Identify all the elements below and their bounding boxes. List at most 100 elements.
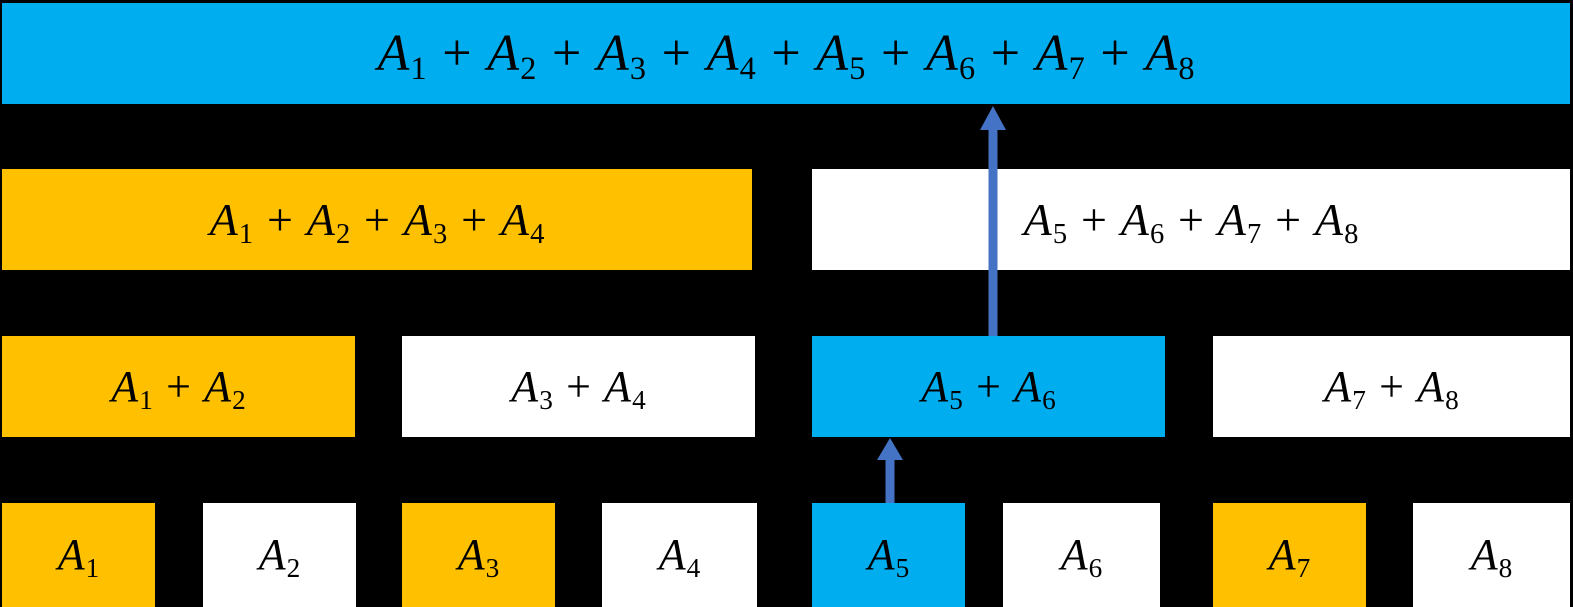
term-subscript: 2 [286,553,301,584]
term-subscript: 5 [949,384,963,415]
term-subscript: 6 [1088,553,1103,584]
term-subscript: 4 [530,219,545,251]
term-base: A [658,530,686,579]
plus-operator: + [661,24,691,82]
term-subscript: 6 [1149,219,1165,251]
term-subscript: 3 [629,50,647,87]
term-base: A [921,361,949,411]
term-subscript: 7 [1247,219,1262,251]
term-base: A [500,193,529,245]
term-base: A [306,193,335,245]
term-base: A [403,193,432,245]
term-base: A [1417,361,1444,411]
term-base: A [1120,193,1149,245]
term-base: A [867,530,895,579]
plus-operator: + [1080,193,1107,245]
plus-operator: + [1100,24,1130,82]
term-subscript: 2 [335,219,351,251]
term-subscript: 1 [85,553,100,584]
term-base: A [706,24,739,82]
term-subscript: 5 [1052,219,1068,251]
plus-operator: + [166,361,191,411]
plus-operator: + [771,24,801,82]
term-subscript: 8 [1498,553,1513,584]
term-base: A [1268,530,1296,579]
term-base: A [1023,193,1052,245]
term-subscript: 7 [1352,384,1366,415]
arrow-head [877,438,903,460]
term-subscript: 3 [539,384,553,415]
arrow-a5-to-a5a6 [875,438,905,503]
term-base: A [209,193,238,245]
plus-operator: + [1178,193,1204,245]
term-base: A [1470,530,1498,579]
term-subscript: 8 [1344,219,1359,251]
term-subscript: 3 [485,553,500,584]
term-base: A [596,24,629,82]
term-base: A [204,361,231,411]
term-base: A [258,530,286,579]
term-subscript: 2 [232,384,246,415]
term-base: A [1060,530,1088,579]
plus-operator: + [1275,193,1302,245]
term-subscript: 6 [958,50,976,87]
term-subscript: 4 [632,384,646,415]
plus-operator: + [1379,361,1404,411]
term-base: A [57,530,85,579]
term-base: A [1145,24,1178,82]
plus-operator: + [990,24,1021,82]
term-subscript: 8 [1445,384,1459,415]
term-subscript: 1 [139,384,153,415]
plus-operator: + [566,361,591,411]
term-subscript: 8 [1178,50,1195,87]
term-base: A [377,24,410,82]
term-base: A [1324,361,1352,411]
